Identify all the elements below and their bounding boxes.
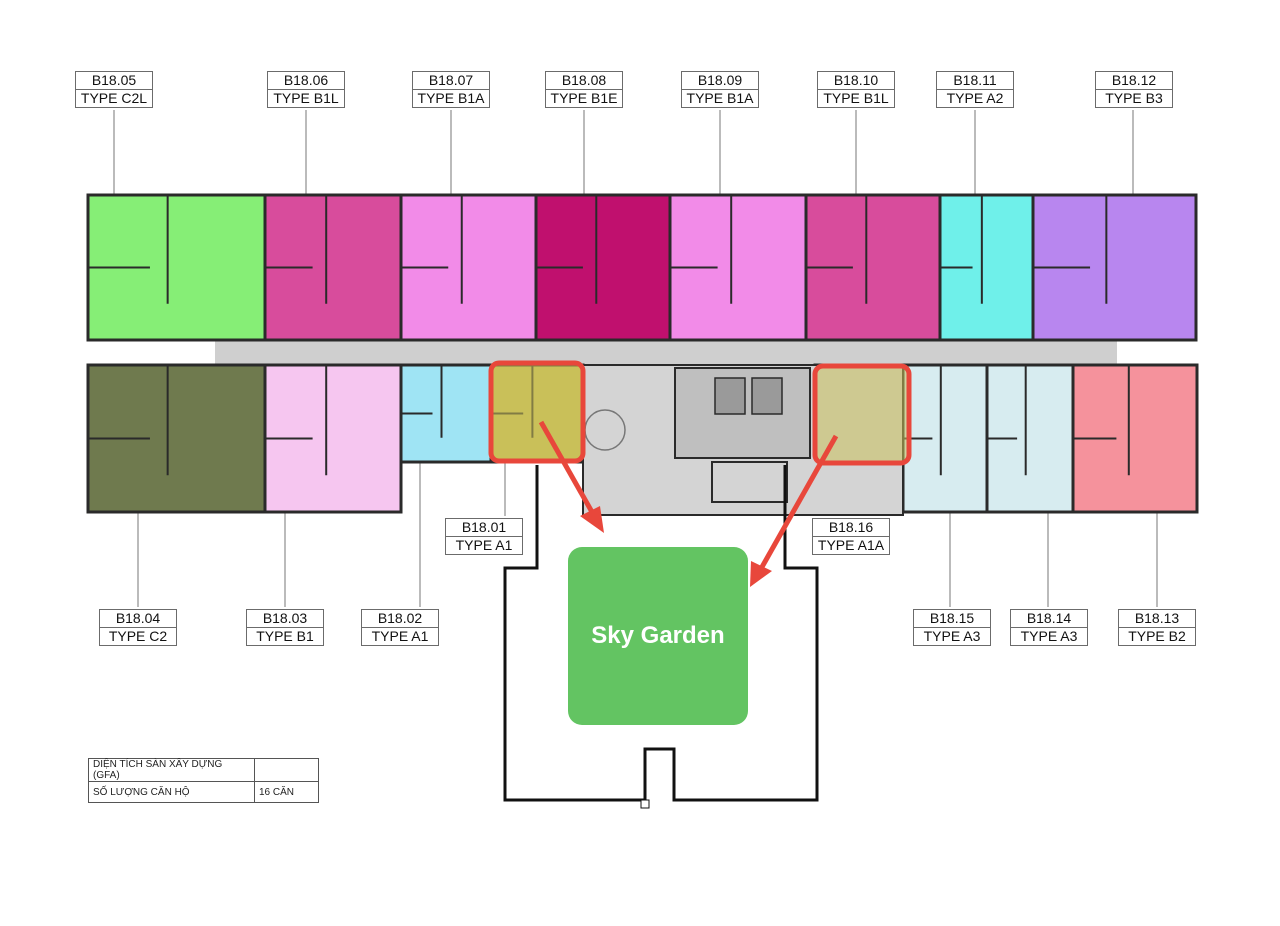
unit-count-key: SỐ LƯỢNG CĂN HỘ [88, 781, 255, 803]
highlight-b1801 [488, 360, 586, 464]
highlight-b1816 [812, 363, 912, 466]
unit-count-value: 16 CĂN [254, 781, 319, 803]
arrow-icon [538, 420, 839, 587]
summary-table: DIỆN TÍCH SÀN XÂY DỰNG (GFA) SỐ LƯỢNG CĂ… [88, 758, 319, 803]
gfa-value [254, 758, 319, 782]
table-row: SỐ LƯỢNG CĂN HỘ 16 CĂN [88, 781, 319, 803]
gfa-key: DIỆN TÍCH SÀN XÂY DỰNG (GFA) [88, 758, 255, 782]
sky-garden: Sky Garden [568, 547, 748, 725]
table-row: DIỆN TÍCH SÀN XÂY DỰNG (GFA) [88, 758, 319, 782]
